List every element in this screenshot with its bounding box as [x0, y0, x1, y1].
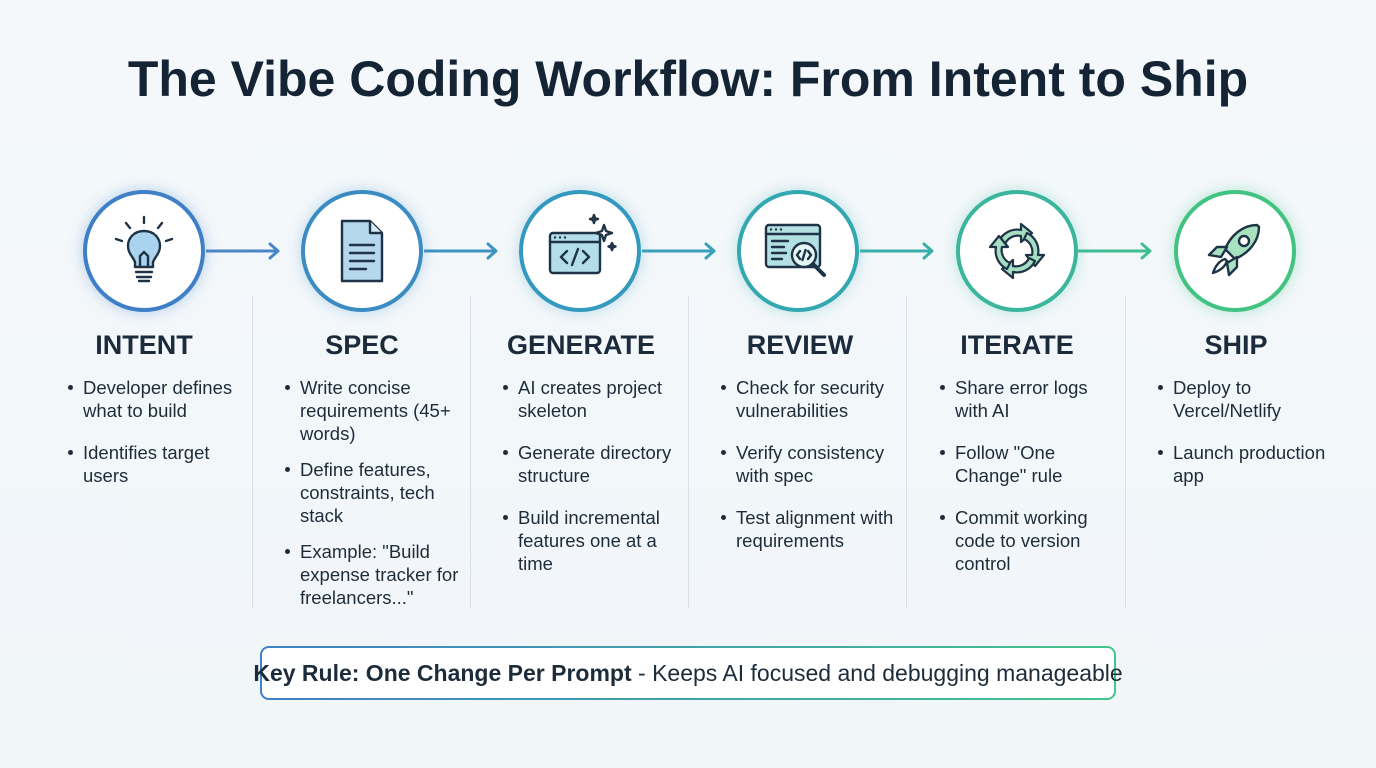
arrow-intent-to-spec — [206, 242, 280, 260]
generate-bullet-list: AI creates project skeleton Generate dir… — [502, 376, 680, 594]
step-heading-iterate: ITERATE — [960, 330, 1074, 360]
column-divider — [688, 296, 689, 608]
ship-circle — [1174, 190, 1296, 312]
step-heading-review: REVIEW — [746, 330, 854, 360]
code-window-sparkle-icon — [548, 213, 617, 275]
bullet-item: Verify consistency with spec — [720, 441, 898, 487]
bullet-item: Example: "Build expense tracker for free… — [284, 540, 462, 609]
lightbulb-icon — [114, 215, 174, 283]
arrow-spec-to-generate — [424, 242, 498, 260]
key-rule-banner: Key Rule: One Change Per Prompt - Keeps … — [253, 646, 1123, 700]
bullet-item: Generate directory structure — [502, 441, 680, 487]
step-heading-ship: SHIP — [1204, 330, 1268, 360]
intent-circle — [83, 190, 205, 312]
generate-circle — [519, 190, 641, 312]
bullet-item: Identifies target users — [67, 441, 245, 487]
bullet-item: Test alignment with requirements — [720, 506, 898, 552]
bullet-item: Define features, constraints, tech stack — [284, 458, 462, 527]
bullet-item: Build incremental features one at a time — [502, 506, 680, 575]
intent-bullet-list: Developer defines what to build Identifi… — [67, 376, 245, 506]
refresh-cycle-icon — [988, 222, 1046, 280]
bullet-item: AI creates project skeleton — [502, 376, 680, 422]
column-divider — [1125, 296, 1126, 608]
column-divider — [470, 296, 471, 608]
review-circle — [737, 190, 859, 312]
code-magnifier-icon — [764, 223, 826, 277]
bullet-item: Follow "One Change" rule — [939, 441, 1117, 487]
bullet-item: Developer defines what to build — [67, 376, 245, 422]
bullet-item: Launch production app — [1157, 441, 1335, 487]
step-heading-generate: GENERATE — [506, 330, 655, 360]
step-heading-intent: INTENT — [95, 330, 193, 360]
column-divider — [906, 296, 907, 608]
spec-bullet-list: Write concise requirements (45+ words) D… — [284, 376, 462, 628]
document-icon — [340, 219, 384, 283]
iterate-circle — [956, 190, 1078, 312]
step-heading-spec: SPEC — [325, 330, 399, 360]
page-title: The Vibe Coding Workflow: From Intent to… — [127, 51, 1249, 107]
key-rule-title: Key Rule: One Change Per Prompt — [253, 659, 632, 686]
bullet-item: Commit working code to version control — [939, 506, 1117, 575]
iterate-bullet-list: Share error logs with AI Follow "One Cha… — [939, 376, 1117, 594]
bullet-item: Write concise requirements (45+ words) — [284, 376, 462, 445]
column-divider — [252, 296, 253, 608]
arrow-iterate-to-ship — [1078, 242, 1152, 260]
ship-bullet-list: Deploy to Vercel/Netlify Launch producti… — [1157, 376, 1335, 506]
bullet-item: Deploy to Vercel/Netlify — [1157, 376, 1335, 422]
rocket-icon — [1207, 223, 1261, 277]
review-bullet-list: Check for security vulnerabilities Verif… — [720, 376, 898, 571]
bullet-item: Share error logs with AI — [939, 376, 1117, 422]
spec-circle — [301, 190, 423, 312]
arrow-review-to-iterate — [860, 242, 934, 260]
bullet-item: Check for security vulnerabilities — [720, 376, 898, 422]
arrow-generate-to-review — [642, 242, 716, 260]
key-rule-description: - Keeps AI focused and debugging managea… — [631, 659, 1123, 686]
